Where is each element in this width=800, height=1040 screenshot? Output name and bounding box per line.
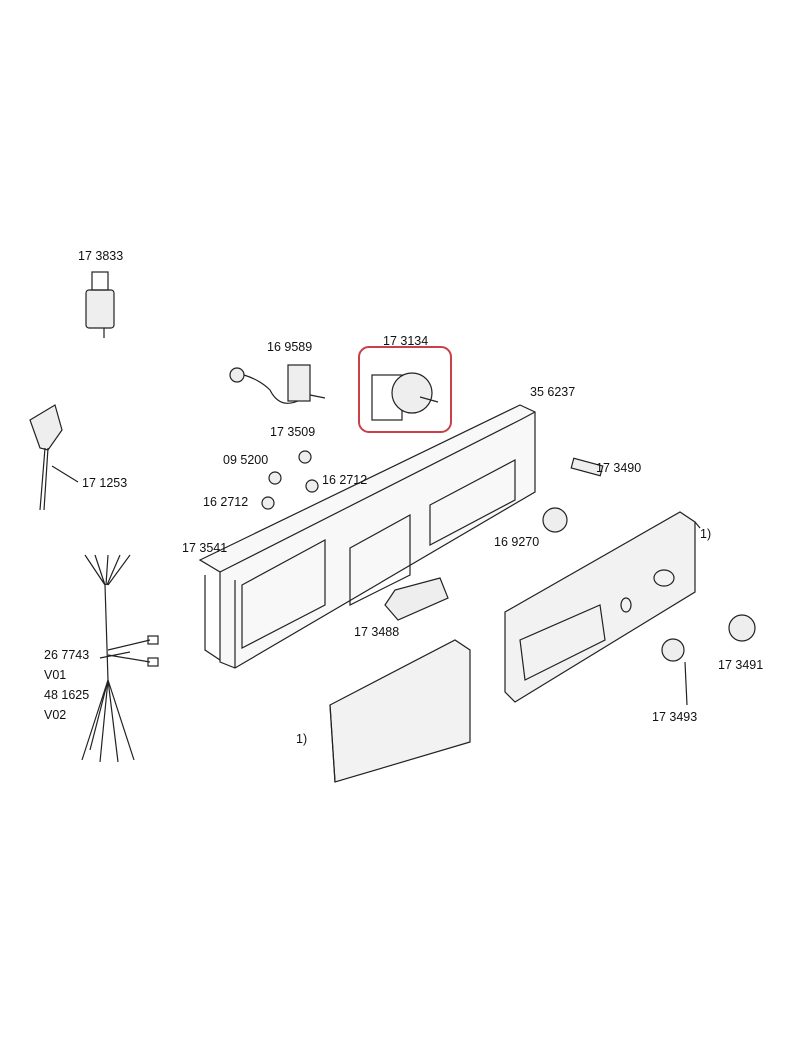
part-label: 17 1253 (82, 476, 128, 490)
knob-parts (384, 457, 756, 706)
control-panel-frame (198, 404, 536, 669)
part-label: 26 7743 (44, 648, 90, 662)
part-label: 35 6237 (530, 385, 576, 399)
part-label: 17 3488 (354, 625, 400, 639)
front-panel (504, 511, 701, 703)
part-label: 17 3490 (596, 461, 642, 475)
thermostat-part (229, 364, 326, 404)
part-label: 09 5200 (223, 453, 269, 467)
capacitor-part (85, 271, 115, 338)
part-label: 16 2712 (203, 495, 249, 509)
version-label: V02 (44, 708, 67, 722)
switch-parts (261, 450, 319, 510)
part-label: 16 9270 (494, 535, 540, 549)
part-label: 16 2712 (322, 473, 368, 487)
timer-part (371, 372, 439, 421)
part-label: 16 9589 (267, 340, 313, 354)
version-label: V01 (44, 668, 67, 682)
power-plug-part (29, 404, 79, 511)
part-label: 17 3491 (718, 658, 764, 672)
part-label: 48 1625 (44, 688, 90, 702)
part-label: 17 3833 (78, 249, 124, 263)
part-label: 17 3509 (270, 425, 316, 439)
part-label: 17 3493 (652, 710, 698, 724)
footnote-marker: 1) (700, 527, 712, 541)
highlight-box (358, 346, 452, 433)
wiring-harness-part (81, 554, 159, 763)
part-label-highlighted: 17 3134 (383, 334, 429, 348)
footnote-marker: 1) (296, 732, 308, 746)
dispenser-cover (329, 639, 471, 783)
part-label: 17 3541 (182, 541, 228, 555)
